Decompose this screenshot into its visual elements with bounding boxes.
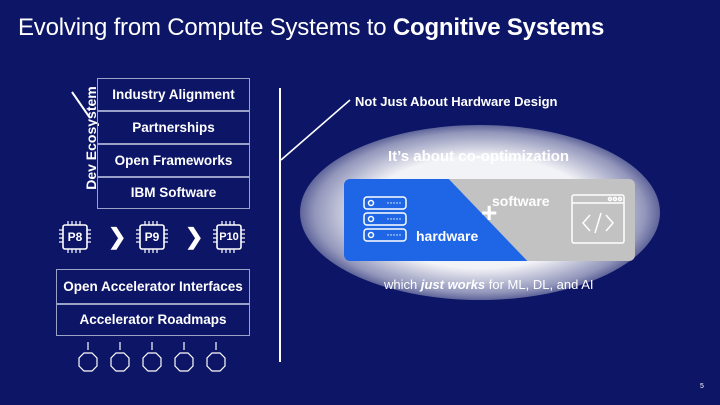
slide-title-bold: Cognitive Systems bbox=[392, 14, 605, 41]
software-label: software bbox=[492, 193, 550, 209]
ecosystem-connector bbox=[71, 91, 91, 119]
server-icon bbox=[363, 196, 407, 242]
accelerator-roadmaps: Accelerator Roadmaps bbox=[56, 304, 250, 336]
chip-p10: P10 bbox=[213, 221, 245, 253]
code-window-icon bbox=[571, 194, 625, 244]
chip-p9: P9 bbox=[136, 221, 168, 253]
ecosystem-item-industry-alignment: Industry Alignment bbox=[97, 78, 250, 111]
hardware-label: hardware bbox=[416, 228, 479, 244]
chip-icon bbox=[213, 221, 245, 253]
slide-title: Evolving from Compute Systems to Cogniti… bbox=[18, 14, 604, 42]
tagline-pre: which bbox=[384, 277, 421, 292]
coopt-heading: It’s about co-optimization bbox=[388, 148, 570, 165]
chip-icon bbox=[59, 221, 91, 253]
chip-label: P9 bbox=[144, 230, 160, 244]
coopt-tagline: which just works for ML, DL, and AI bbox=[384, 277, 594, 292]
hardware-software-panel: hardware software bbox=[344, 179, 635, 261]
callout-text: Not Just About Hardware Design bbox=[355, 94, 558, 109]
ecosystem-item-open-frameworks: Open Frameworks bbox=[97, 144, 250, 177]
chevron-right-icon: ❯ bbox=[108, 224, 127, 249]
ecosystem-item-ibm-software: IBM Software bbox=[97, 177, 250, 209]
page-number: 5 bbox=[700, 383, 704, 390]
plus-icon: + bbox=[481, 197, 498, 228]
chevron-right-icon: ❯ bbox=[185, 224, 204, 249]
ecosystem-item-partnerships: Partnerships bbox=[97, 111, 250, 144]
chip-p8: P8 bbox=[59, 221, 91, 253]
chip-icon bbox=[136, 221, 168, 253]
chip-label: P10 bbox=[219, 231, 239, 243]
vertical-divider bbox=[279, 88, 281, 362]
tagline-post: for ML, DL, and AI bbox=[485, 277, 594, 292]
accelerator-icons bbox=[78, 342, 226, 372]
chip-label: P8 bbox=[67, 230, 83, 244]
accelerator-open-interfaces: Open Accelerator Interfaces bbox=[56, 269, 250, 304]
slide-title-normal: Evolving from Compute Systems to bbox=[18, 14, 393, 41]
tagline-emphasis: just works bbox=[420, 277, 486, 292]
callout-line bbox=[280, 99, 351, 161]
